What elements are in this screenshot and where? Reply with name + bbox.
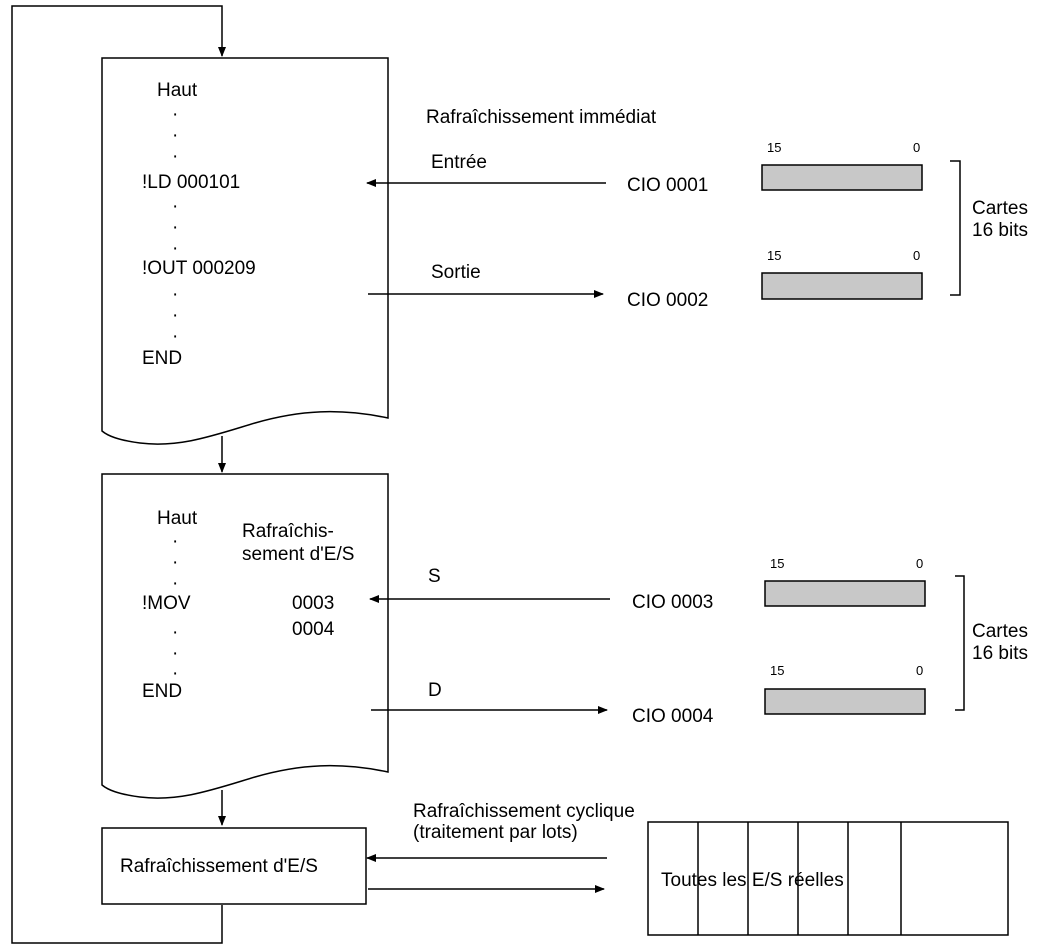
bit-high-label: 15 [770,663,785,678]
bit-low-label: 0 [913,140,921,155]
cio-0001-label: CIO 0001 [627,175,709,196]
program2-instr: !MOV [142,593,191,614]
loop-line [11,5,226,944]
program1-top: Haut [157,80,198,101]
ellipsis-dot: · [172,663,179,684]
cyclic-refresh-subtitle: (traitement par lots) [413,822,578,843]
ellipsis-dot: · [172,552,179,573]
io-rack [647,821,1009,936]
program2-note: Rafraîchis- sement d'E/S [242,521,355,565]
bracket-cards-2 [955,575,965,711]
bit-low-label: 0 [916,663,924,678]
ellipsis-dot: · [172,622,179,643]
bit-high-label: 15 [770,556,785,571]
program1-instr-output: !OUT 000209 [142,258,256,279]
ellipsis-dot: · [172,531,179,552]
program-block-2 [101,473,389,799]
cio-0004-label: CIO 0004 [632,706,714,727]
ellipsis-dot: · [172,125,179,146]
bit-high-label: 15 [767,140,782,155]
cyclic-refresh-title: Rafraîchissement cyclique [413,801,635,822]
program2-top: Haut [157,508,198,529]
bit-low-label: 0 [916,556,924,571]
output-label: Sortie [431,262,481,283]
program2-end: END [142,681,183,702]
ellipsis-dot: · [172,238,179,259]
io-refresh-box-label: Rafraîchissement d'E/S [120,856,318,877]
register-cio0002 [761,272,923,300]
input-label: Entrée [431,152,487,173]
program1-end: END [142,348,183,369]
cards-label-1: Cartes 16 bits [972,198,1028,241]
bit-low-label: 0 [913,248,921,263]
register-cio0004 [764,688,926,715]
immediate-refresh-title: Rafraîchissement immédiat [426,107,657,128]
program2-operand1: 0003 [292,593,335,614]
ellipsis-dot: · [172,196,179,217]
dest-label: D [428,680,442,701]
source-label: S [428,566,441,587]
cio-0003-label: CIO 0003 [632,592,714,613]
program-block-1 [101,57,389,445]
ellipsis-dot: · [172,643,179,664]
program2-operand2: 0004 [292,619,335,640]
ellipsis-dot: · [172,305,179,326]
ellipsis-dot: · [172,326,179,347]
register-cio0003 [764,580,926,607]
bit-high-label: 15 [767,248,782,263]
bracket-cards-1 [950,160,961,296]
ellipsis-dot: · [172,284,179,305]
ellipsis-dot: · [172,146,179,167]
cio-0002-label: CIO 0002 [627,290,709,311]
cards-label-2: Cartes 16 bits [972,621,1028,664]
all-io-label: Toutes les E/S réelles [661,870,844,891]
ellipsis-dot: · [172,104,179,125]
io-refresh-box [101,827,367,905]
program1-instr-input: !LD 000101 [142,172,241,193]
register-cio0001 [761,164,923,191]
ellipsis-dot: · [172,217,179,238]
ellipsis-dot: · [172,573,179,594]
